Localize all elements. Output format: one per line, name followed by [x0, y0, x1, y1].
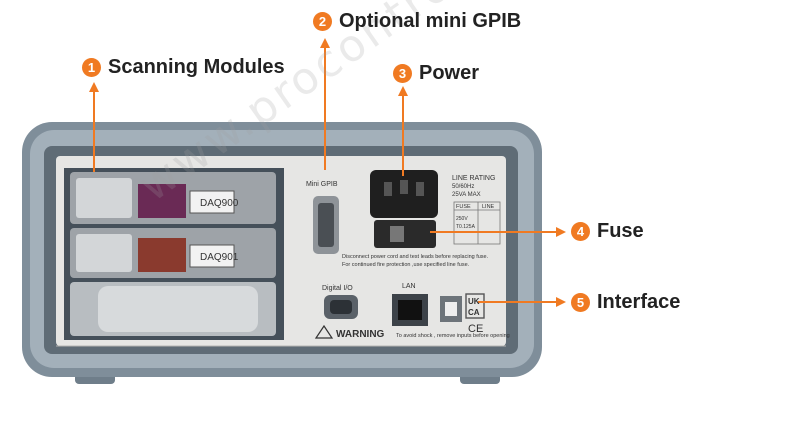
fuse-header: FUSE [456, 204, 471, 210]
callout-optional-gpib: 2 Optional mini GPIB [313, 10, 521, 33]
freq-label: 50/60Hz [452, 184, 474, 190]
power-max-label: 25VA MAX [452, 192, 481, 198]
callout-number-2: 2 [313, 12, 332, 31]
disconnect-note-1: Disconnect power cord and test leads bef… [342, 254, 489, 260]
module2-label: DAQ901 [200, 252, 239, 263]
callout-number-4: 4 [571, 222, 590, 241]
uk-mark: UK [468, 297, 480, 306]
callout-label-2: Optional mini GPIB [339, 10, 522, 32]
lan-label: LAN [402, 283, 416, 290]
line-rating-label: LINE RATING [452, 175, 495, 182]
callout-label-4: Fuse [597, 220, 644, 242]
warning-icon [314, 324, 334, 339]
warning-label: WARNING [336, 329, 385, 340]
digital-io-label: Digital I/O [322, 285, 353, 292]
fuse-current: T0.125A [456, 224, 476, 230]
callout-number-5: 5 [571, 293, 590, 312]
gpib-label: Mini GPIB [306, 181, 338, 188]
callout-number-1: 1 [82, 58, 101, 77]
fuse-table [453, 201, 501, 245]
fuse-voltage: 250V [456, 216, 468, 222]
disconnect-note-2: For continued fire protection ,use speci… [342, 262, 470, 268]
callout-scanning-modules: 1 Scanning Modules [82, 56, 285, 79]
fuse-drawer [374, 220, 436, 248]
module1-label: DAQ900 [200, 198, 239, 209]
callout-power: 3 Power [393, 62, 479, 85]
ca-mark: CA [468, 308, 480, 317]
callout-interface: 5 Interface [571, 291, 680, 314]
callout-number-3: 3 [393, 64, 412, 83]
module-connector [138, 184, 186, 218]
module-connector [138, 238, 186, 272]
line-header: LINE [482, 204, 495, 210]
warning-note: To avoid shock , remove inputs before op… [396, 333, 510, 339]
ukca-mark [465, 293, 485, 319]
callout-leaders [89, 38, 566, 307]
callout-label-5: Interface [597, 291, 681, 313]
callout-fuse: 4 Fuse [571, 220, 644, 243]
ce-mark: CE [468, 323, 483, 335]
callout-label-1: Scanning Modules [108, 56, 285, 78]
callout-label-3: Power [419, 62, 480, 84]
